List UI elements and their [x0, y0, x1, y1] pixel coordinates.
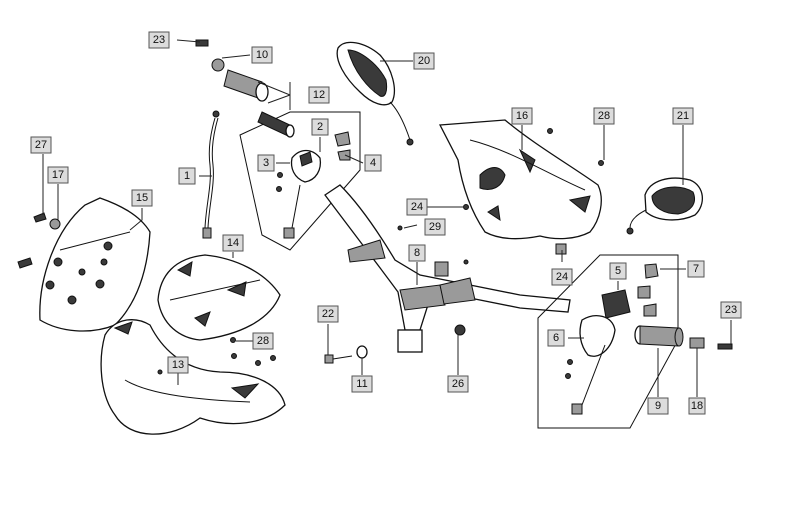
callout-3: 3 — [257, 154, 275, 172]
screws-28-lower-part — [230, 337, 276, 366]
svg-text:23: 23 — [725, 304, 737, 316]
callout-9: 18 — [688, 397, 706, 415]
svg-text:20: 20 — [418, 55, 430, 67]
handlebar-part — [324, 184, 571, 353]
callout-24-left: 24 — [406, 198, 428, 216]
callout-29: 29 — [424, 218, 446, 236]
svg-text:28: 28 — [257, 335, 269, 347]
svg-text:23: 23 — [153, 34, 165, 46]
callout-18: 17 — [47, 166, 69, 184]
svg-text:14: 14 — [227, 237, 239, 249]
screws-28-upper-part — [397, 128, 604, 255]
callout-27: 27 — [30, 136, 52, 154]
svg-text:5: 5 — [615, 265, 621, 277]
callout-17: 15 — [131, 189, 153, 207]
callout-5: 5 — [609, 262, 627, 280]
callout-2: 2 — [311, 118, 329, 136]
left-grip-part — [195, 39, 295, 138]
right-mirror-part — [626, 177, 703, 235]
windscreen-part — [39, 197, 151, 332]
svg-text:15: 15 — [136, 192, 148, 204]
right-switch-assembly-part — [537, 254, 679, 429]
svg-text:10: 10 — [256, 49, 268, 61]
callout-16: 16 — [511, 107, 533, 125]
front-lower-cover-part — [100, 319, 286, 435]
callout-7: 7 — [687, 260, 705, 278]
callout-26: 26 — [447, 375, 469, 393]
svg-text:22: 22 — [322, 308, 334, 320]
callout-24-right: 24 — [551, 268, 573, 286]
callout-15: 13 — [167, 356, 189, 374]
svg-text:29: 29 — [429, 221, 441, 233]
svg-text:17: 17 — [52, 169, 64, 181]
svg-text:24: 24 — [556, 271, 568, 283]
callout-28-top: 28 — [593, 107, 615, 125]
callout-12: 12 — [308, 86, 330, 104]
callout-4: 4 — [364, 154, 382, 172]
svg-text:28: 28 — [598, 110, 610, 122]
svg-text:6: 6 — [553, 332, 559, 344]
svg-text:4: 4 — [370, 157, 376, 169]
svg-text:9: 9 — [655, 400, 661, 412]
callout-28-bottom: 28 — [252, 332, 274, 350]
front-upper-cover-part — [157, 254, 281, 341]
callout-13: 9 — [647, 397, 669, 415]
svg-text:3: 3 — [263, 157, 269, 169]
svg-text:8: 8 — [414, 247, 420, 259]
svg-text:13: 13 — [172, 359, 184, 371]
callout-22: 22 — [317, 305, 339, 323]
svg-text:27: 27 — [35, 139, 47, 151]
svg-text:11: 11 — [356, 378, 367, 390]
callout-10: 10 — [251, 46, 273, 64]
svg-text:24: 24 — [411, 201, 423, 213]
callout-14: 14 — [222, 234, 244, 252]
svg-text:18: 18 — [691, 400, 703, 412]
left-mirror-part — [336, 41, 414, 146]
clip-26-part — [454, 324, 466, 336]
handlebar-rear-cover-part — [438, 119, 602, 240]
callout-23-top: 23 — [148, 31, 170, 49]
throttle-cable-part — [202, 110, 220, 239]
callout-6: 6 — [547, 329, 565, 347]
handlebar-bolt-part — [324, 345, 368, 364]
leader-lines — [42, 39, 732, 397]
right-grip-part — [634, 325, 733, 350]
left-switch-assembly-part — [239, 111, 361, 251]
svg-text:16: 16 — [516, 110, 528, 122]
svg-text:7: 7 — [693, 263, 699, 275]
screw-27-part — [17, 212, 61, 269]
callout-11: 11 — [351, 375, 373, 393]
svg-text:12: 12 — [313, 89, 325, 101]
callout-1: 1 — [178, 167, 196, 185]
callout-20: 20 — [413, 52, 435, 70]
callout-21: 21 — [672, 107, 694, 125]
svg-text:21: 21 — [677, 110, 689, 122]
svg-text:2: 2 — [317, 121, 323, 133]
svg-text:1: 1 — [184, 170, 190, 182]
callout-23-right: 23 — [720, 301, 742, 319]
callout-8: 8 — [408, 244, 426, 262]
svg-text:26: 26 — [452, 378, 464, 390]
